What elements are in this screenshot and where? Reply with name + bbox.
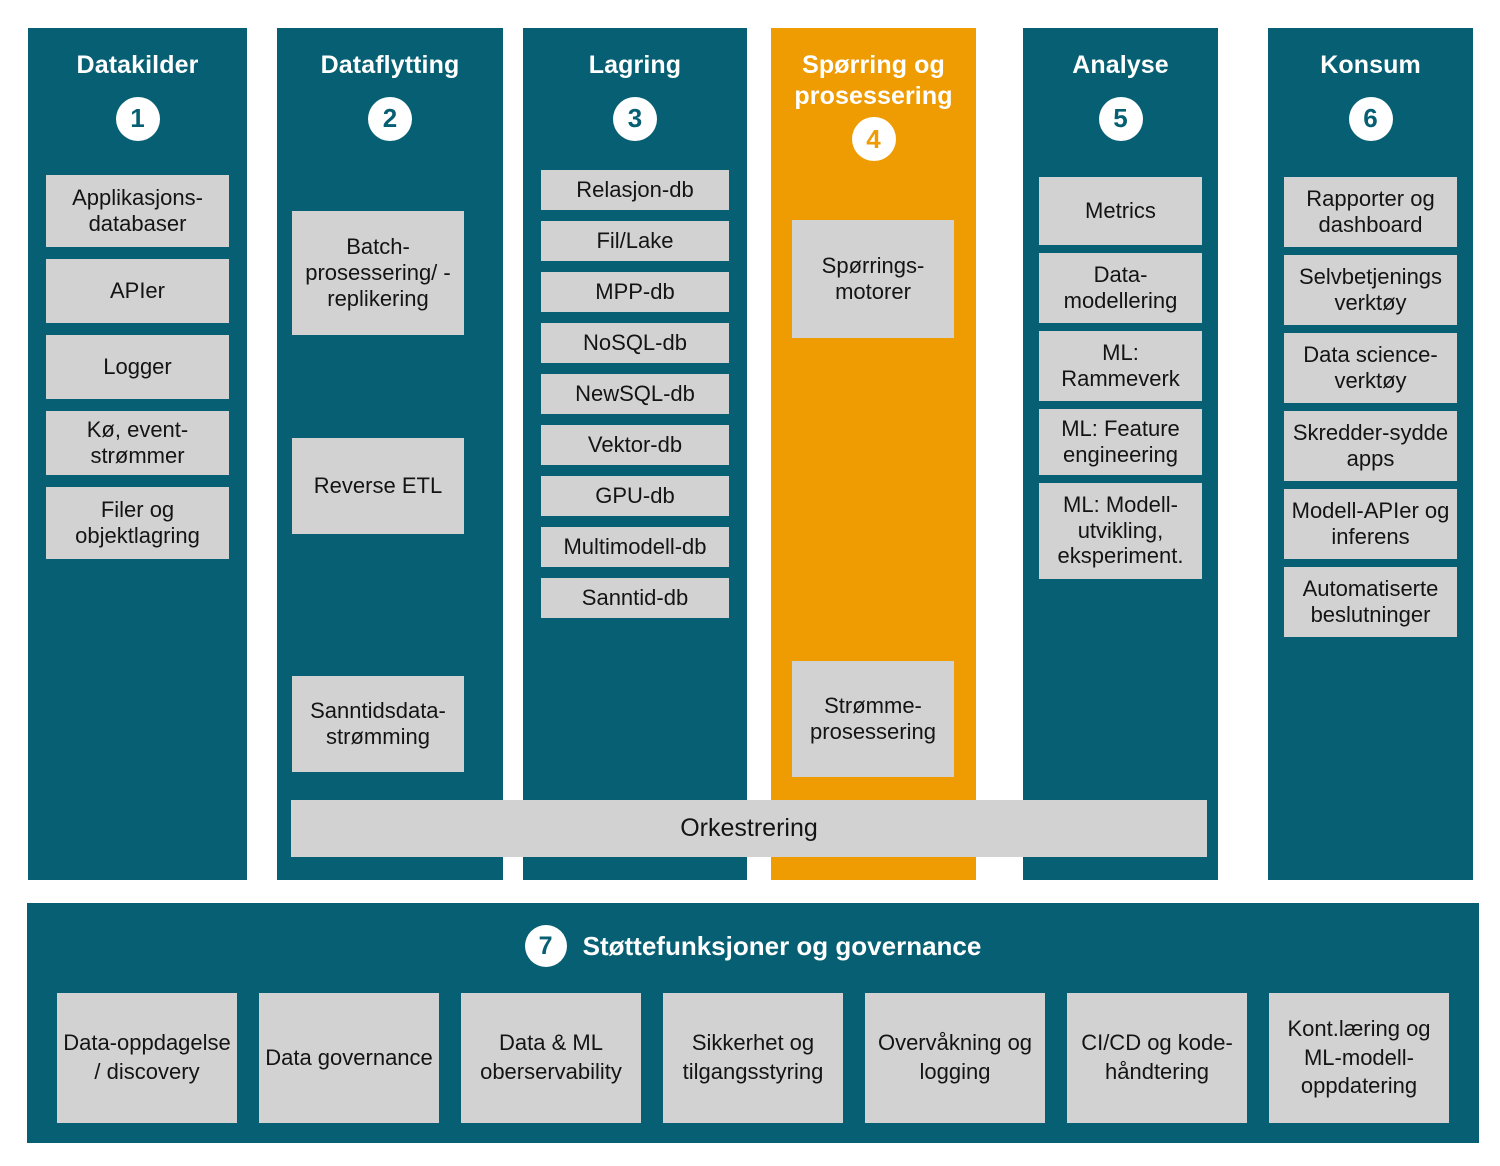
item-chip[interactable]: Selvbetjenings verktøy xyxy=(1284,254,1457,325)
governance-number-badge: 7 xyxy=(524,925,567,967)
pipeline-column-konsum[interactable]: Konsum 6 Rapporter og dashboard Selvbetj… xyxy=(1268,28,1473,880)
item-chip[interactable]: Fil/Lake xyxy=(540,220,730,261)
governance-panel: 7 Støttefunksjoner og governance Data-op… xyxy=(27,903,1479,1143)
item-chip[interactable]: Vektor-db xyxy=(540,424,730,465)
governance-chip[interactable]: Kont.læring og ML-modell-oppdatering xyxy=(1269,993,1449,1123)
column-number-badge: 6 xyxy=(1348,96,1393,141)
column-title: Spørring og prosessering xyxy=(794,51,953,110)
column-title: Analyse xyxy=(1072,51,1169,79)
column-title: Datakilder xyxy=(76,51,199,79)
column-items: Relasjon-db Fil/Lake MPP-db NoSQL-db New… xyxy=(523,169,747,881)
item-chip[interactable]: Logger xyxy=(45,334,230,399)
governance-chip[interactable]: Sikkerhet og tilgangsstyring xyxy=(663,993,843,1123)
item-chip[interactable]: Multimodell-db xyxy=(540,526,730,567)
item-chip[interactable]: MPP-db xyxy=(540,271,730,312)
item-chip[interactable]: Filer og objektlagring xyxy=(45,486,230,559)
item-chip[interactable]: Rapporter og dashboard xyxy=(1284,176,1457,247)
governance-chip[interactable]: Data-oppdagelse / discovery xyxy=(57,993,237,1123)
column-title: Lagring xyxy=(588,51,682,79)
column-title: Konsum xyxy=(1320,51,1421,79)
item-chip[interactable]: NoSQL-db xyxy=(540,322,730,363)
column-number-badge: 2 xyxy=(368,96,412,141)
item-chip[interactable]: Sanntid-db xyxy=(540,577,730,618)
governance-title: Støttefunksjoner og governance xyxy=(582,930,982,961)
item-chip[interactable]: Automatiserte beslutninger xyxy=(1284,566,1457,637)
item-chip[interactable]: Kø, event-strømmer xyxy=(45,410,230,475)
item-chip[interactable]: APIer xyxy=(45,258,230,323)
item-chip[interactable]: Relasjon-db xyxy=(540,169,730,210)
governance-chip[interactable]: Data governance xyxy=(259,993,439,1123)
item-chip[interactable]: Skredder-sydde apps xyxy=(1284,410,1457,481)
column-number-badge: 4 xyxy=(851,117,896,161)
item-chip[interactable]: Data-modellering xyxy=(1038,252,1203,323)
column-number-badge: 1 xyxy=(115,96,160,141)
item-chip[interactable]: Modell-APIer og inferens xyxy=(1284,488,1457,559)
item-chip[interactable]: Applikasjons-databaser xyxy=(45,174,230,247)
column-number-badge: 3 xyxy=(613,96,657,141)
governance-chip[interactable]: Overvåkning og logging xyxy=(865,993,1045,1123)
item-chip[interactable]: GPU-db xyxy=(540,475,730,516)
governance-chip[interactable]: CI/CD og kode-håndtering xyxy=(1067,993,1247,1123)
item-chip[interactable]: ML: Modell-utvikling, eksperiment. xyxy=(1038,482,1203,579)
pipeline-column-datakilder[interactable]: Datakilder 1 Applikasjons-databaser APIe… xyxy=(28,28,247,880)
item-chip[interactable]: Spørrings-motorer xyxy=(792,220,954,338)
column-title: Dataflytting xyxy=(320,51,460,79)
column-items: Metrics Data-modellering ML: Rammeverk M… xyxy=(1023,176,1218,881)
pipeline-column-lagring[interactable]: Lagring 3 Relasjon-db Fil/Lake MPP-db No… xyxy=(523,28,747,880)
item-chip[interactable]: Sanntidsdata-strømming xyxy=(292,676,464,772)
item-chip[interactable]: NewSQL-db xyxy=(540,373,730,414)
item-chip[interactable]: Batch-prosessering/ -replikering xyxy=(292,211,464,335)
governance-chip[interactable]: Data & ML oberservability xyxy=(461,993,641,1123)
item-chip[interactable]: ML: Rammeverk xyxy=(1038,330,1203,401)
orchestration-band[interactable]: Orkestrering xyxy=(291,800,1207,857)
column-items: Rapporter og dashboard Selvbetjenings ve… xyxy=(1268,176,1473,881)
column-number-badge: 5 xyxy=(1098,96,1143,141)
item-chip[interactable]: ML: Feature engineering xyxy=(1038,408,1203,475)
item-chip[interactable]: Metrics xyxy=(1038,176,1203,245)
governance-items: Data-oppdagelse / discovery Data governa… xyxy=(57,993,1449,1123)
item-chip[interactable]: Strømme-prosessering xyxy=(792,661,954,777)
item-chip[interactable]: Data science-verktøy xyxy=(1284,332,1457,403)
pipeline-column-analyse[interactable]: Analyse 5 Metrics Data-modellering ML: R… xyxy=(1023,28,1218,880)
item-chip[interactable]: Reverse ETL xyxy=(292,438,464,534)
governance-header: 7 Støttefunksjoner og governance xyxy=(27,925,1479,967)
column-items: Applikasjons-databaser APIer Logger Kø, … xyxy=(28,174,247,881)
